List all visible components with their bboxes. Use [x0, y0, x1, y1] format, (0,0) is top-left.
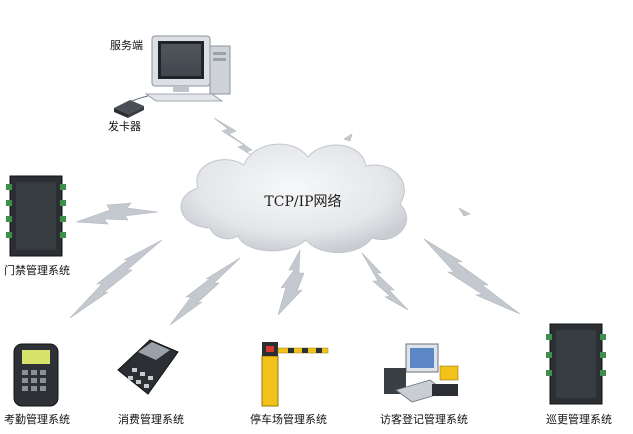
card-issuer-label: 发卡器	[108, 120, 141, 133]
server-computer-icon	[123, 35, 231, 105]
lightning-bolt-parking	[277, 249, 305, 316]
lightning-bolt-patrol	[423, 238, 521, 315]
consumption-label: 消费管理系统	[118, 413, 184, 426]
visitor-system-icon	[384, 343, 459, 403]
lightning-bolt-right-top	[343, 133, 353, 142]
server-label: 服务端	[110, 39, 143, 52]
access-controller-icon	[6, 175, 66, 257]
lightning-bolt-consumption	[169, 257, 241, 326]
network-cloud: TCP/IP网络	[180, 143, 407, 253]
cloud-label: TCP/IP网络	[264, 194, 341, 210]
card-issuer-icon	[114, 100, 144, 118]
attendance-terminal-icon	[13, 343, 59, 407]
attendance-label: 考勤管理系统	[4, 413, 70, 426]
connectors	[69, 117, 521, 326]
lightning-bolt-access	[75, 202, 159, 225]
pos-terminal-icon	[117, 339, 179, 395]
lightning-bolt-right-mid	[458, 207, 471, 217]
lightning-bolt-attendance	[69, 239, 163, 319]
visitor-label: 访客登记管理系统	[380, 413, 468, 426]
access-control-label: 门禁管理系统	[4, 264, 70, 277]
patrol-controller-icon	[546, 323, 606, 405]
patrol-label: 巡更管理系统	[546, 413, 612, 426]
parking-label: 停车场管理系统	[250, 413, 327, 426]
lightning-bolt-visitor	[361, 252, 409, 311]
parking-barrier-icon	[261, 342, 329, 407]
